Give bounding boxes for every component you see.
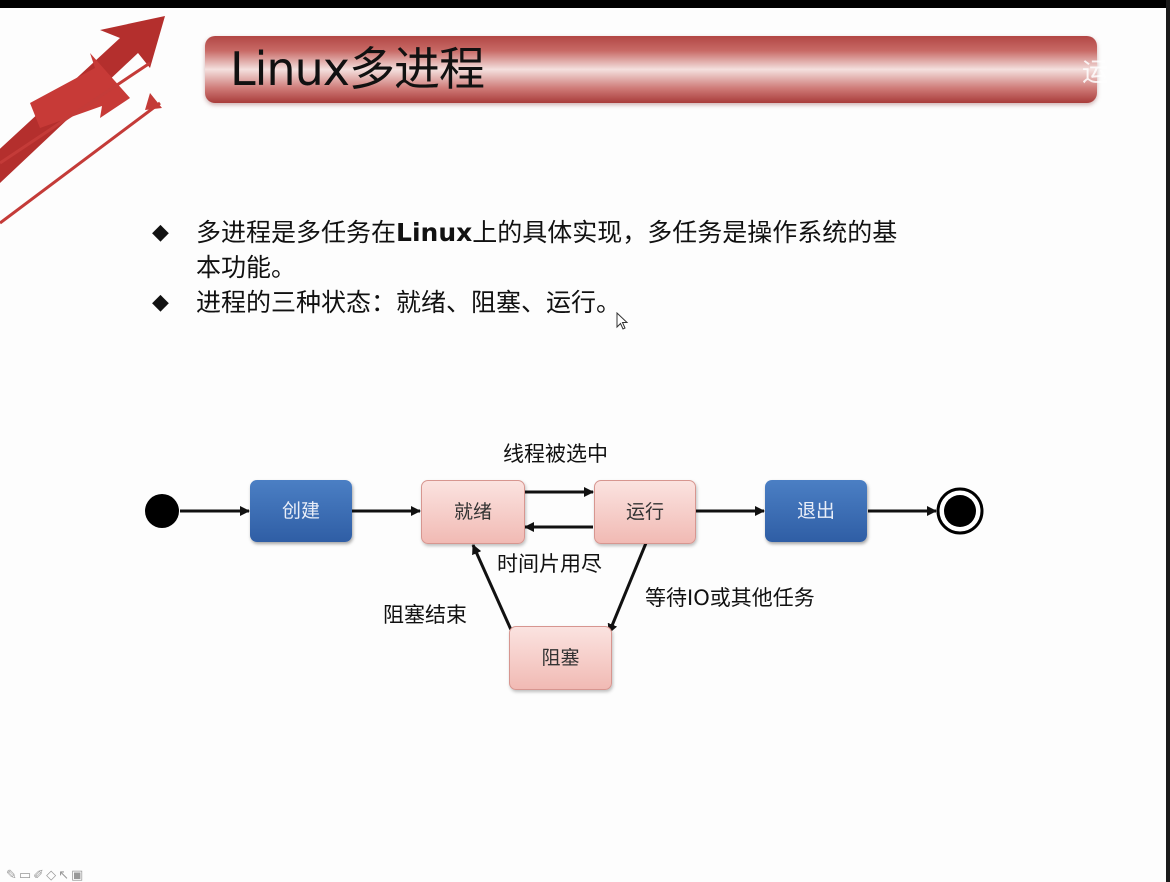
bullet-text: 上的具体实现，多任务是操作系统的基	[472, 218, 898, 247]
slide-title: Linux多进程	[230, 42, 485, 96]
slide: Linux多进程 运 ◆ 多进程是多任务在Linux上的具体实现，多任务是操作系…	[0, 8, 1166, 882]
label-timeslice-expired: 时间片用尽	[497, 552, 602, 576]
label-thread-selected: 线程被选中	[503, 442, 608, 466]
diamond-bullet-icon: ◆	[152, 290, 169, 315]
mouse-cursor-icon	[616, 312, 629, 330]
window-edge	[1166, 0, 1170, 882]
arrow-blocked-ready	[471, 544, 514, 633]
label-wait-io: 等待IO或其他任务	[645, 586, 815, 610]
end-node-icon	[936, 487, 984, 535]
title-edge-text: 运	[1082, 58, 1109, 88]
state-diagram	[145, 487, 984, 634]
bullet-text-cont: 本功能。	[196, 253, 297, 282]
title-bar	[205, 36, 1097, 103]
state-blocked: 阻塞	[509, 626, 612, 690]
bullet-text: 进程的三种状态：就绪、阻塞、运行。	[196, 288, 622, 317]
slideshow-toolbar[interactable]: ✎▭✐◇↖▣	[6, 868, 86, 882]
state-running: 运行	[594, 480, 696, 544]
bullet-item: ◆ 进程的三种状态：就绪、阻塞、运行。	[152, 285, 1032, 320]
bullet-text: 多进程是多任务在	[196, 218, 397, 247]
state-ready: 就绪	[421, 480, 525, 544]
label-block-ended: 阻塞结束	[383, 603, 467, 627]
start-node-icon	[145, 494, 179, 528]
bullet-item: ◆ 多进程是多任务在Linux上的具体实现，多任务是操作系统的基 本功能。	[152, 215, 1032, 285]
arrow-logo-icon	[0, 16, 165, 225]
diamond-bullet-icon: ◆	[152, 220, 169, 245]
bullet-bold-text: Linux	[396, 218, 473, 247]
state-exit: 退出	[765, 480, 867, 542]
arrow-running-blocked	[607, 542, 648, 634]
state-create: 创建	[250, 480, 352, 542]
bullet-list: ◆ 多进程是多任务在Linux上的具体实现，多任务是操作系统的基 本功能。 ◆ …	[152, 215, 1032, 320]
